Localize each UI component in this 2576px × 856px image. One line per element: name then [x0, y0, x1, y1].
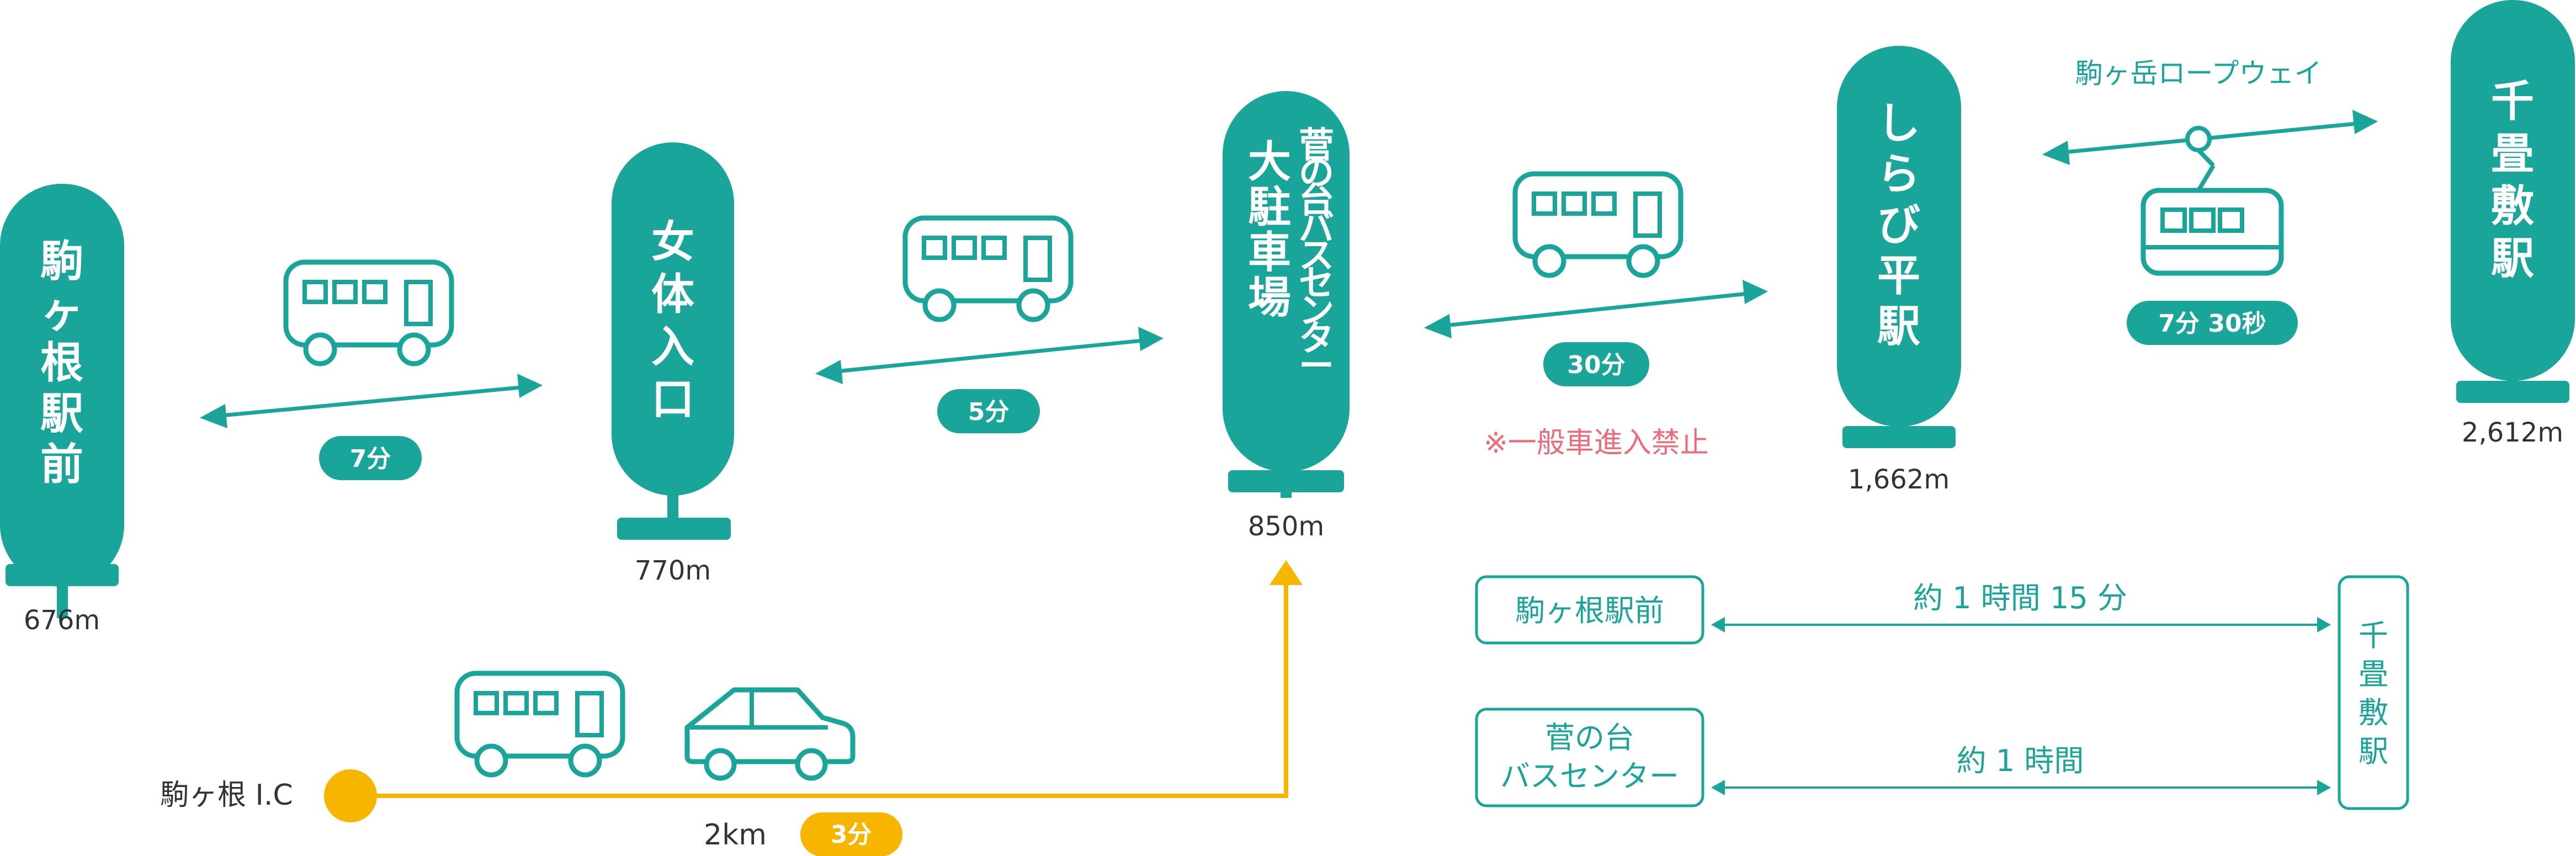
station-subname-char: ン — [1299, 291, 1334, 332]
station-subname-char: ス — [1299, 236, 1334, 277]
legend-destination-char: 駅 — [2359, 734, 2388, 769]
legend-duration: 約 1 時間 15 分 — [1913, 581, 2127, 615]
bus-icon — [1515, 174, 1681, 275]
legend-destination-box — [2338, 575, 2409, 810]
segment-1: 7分 — [200, 262, 543, 480]
station-name-char: 体 — [651, 270, 694, 320]
station-name-char: び — [1877, 200, 1920, 250]
station-name-char: 敷 — [2491, 182, 2534, 231]
station-name-char: 千 — [2491, 77, 2534, 126]
legend-destination-char: 敷 — [2359, 695, 2388, 730]
station-name-char: 前 — [40, 440, 83, 490]
double-arrow-icon — [200, 374, 543, 428]
double-arrow-icon — [1424, 280, 1768, 338]
time-pill — [800, 812, 902, 856]
station-subname-char: ー — [1299, 346, 1334, 387]
station-name-char: 駅 — [40, 389, 83, 439]
ic-route: 駒ヶ根 I.C 2km 3分 — [160, 560, 1303, 856]
arrow-up-icon — [1270, 560, 1303, 585]
station-subname-char: 菅 — [1299, 125, 1334, 166]
time-pill — [319, 436, 422, 480]
station-name-char: 口 — [651, 375, 694, 424]
station-subname-char: バ — [1299, 208, 1334, 249]
legend-origin: 駒ヶ根駅前 — [1515, 593, 1664, 628]
double-arrow-icon — [815, 327, 1164, 384]
elevation-label: 2,612m — [2462, 417, 2563, 448]
time-label: 7分 30秒 — [2158, 310, 2266, 338]
station-senjojiki: 千 畳 敷 駅 2,612m — [2451, 0, 2575, 448]
legend-destination-char: 千 — [2359, 618, 2388, 653]
restriction-note: ※一般車進入禁止 — [1484, 427, 1709, 460]
station-name-char: 駅 — [1877, 302, 1920, 352]
station-name-char: し — [1877, 99, 1920, 148]
time-label: 30分 — [1567, 351, 1625, 379]
legend-origin-box — [1475, 708, 1704, 807]
station-komagane-ekimae: 駒 ヶ 根 駅 前 676m — [0, 184, 124, 636]
ropeway-segment: 駒ヶ岳ロープウェイ 7分 30秒 — [2042, 57, 2378, 345]
bus-icon — [286, 262, 452, 364]
legend-duration: 約 1 時間 — [1957, 743, 2084, 778]
station-name-char: 畳 — [2491, 129, 2534, 179]
legend-destination-char: 畳 — [2359, 657, 2388, 692]
time-pill — [937, 389, 1040, 433]
station-name-char: ら — [1877, 150, 1920, 199]
bus-icon — [457, 673, 623, 775]
car-icon — [684, 687, 856, 781]
elevation-label: 850m — [1248, 511, 1324, 542]
time-label: 3分 — [831, 821, 872, 849]
station-suganodai: 菅 の 台 バ ス セ ン タ ー 大 駐 車 場 850m — [1223, 91, 1350, 542]
station-name-char: 駐 — [1248, 183, 1291, 232]
time-pill — [2127, 301, 2298, 345]
ropeway-name: 駒ヶ岳ロープウェイ — [2075, 57, 2322, 89]
legend-origin-box — [1475, 575, 1704, 645]
legend-origin: バスセンター — [1500, 759, 1679, 794]
station-shirabidaira: し ら び 平 駅 1,662m — [1837, 46, 1961, 495]
ic-name: 駒ヶ根 I.C — [160, 779, 293, 812]
elevation-label: 676m — [24, 605, 100, 636]
ic-marker — [324, 769, 377, 822]
ic-distance: 2km — [704, 818, 767, 852]
station-name-char: 根 — [40, 338, 83, 388]
station-name-char: 平 — [1877, 251, 1920, 301]
double-arrow-icon — [1711, 780, 2331, 795]
elevation-label: 770m — [635, 555, 711, 586]
ropeway-gondola-icon — [2141, 126, 2284, 276]
station-subname-char: タ — [1299, 318, 1334, 359]
double-arrow-icon — [1711, 617, 2331, 632]
segment-2: 5分 — [815, 218, 1164, 433]
station-nyotai-iriguchi: 女 体 入 口 770m — [612, 142, 734, 586]
total-time-legend: 駒ヶ根駅前 菅の台 バスセンター 千 畳 敷 駅 約 1 時間 15 分 約 1… — [1475, 575, 2409, 810]
station-subname-char: セ — [1299, 263, 1334, 304]
station-subname-char: の — [1299, 153, 1334, 194]
station-subname-char: 台 — [1299, 180, 1334, 221]
station-name-char: 車 — [1248, 228, 1291, 278]
elevation-label: 1,662m — [1848, 464, 1950, 495]
time-label: 7分 — [350, 445, 391, 473]
legend-origin: 菅の台 — [1545, 720, 1634, 755]
time-label: 5分 — [968, 398, 1010, 426]
station-name-char: 入 — [651, 322, 694, 372]
station-name-char: ヶ — [40, 288, 83, 337]
station-name-char: 大 — [1248, 137, 1291, 187]
segment-3: 30分 ※一般車進入禁止 — [1424, 174, 1768, 460]
time-pill — [1543, 342, 1649, 386]
station-name-char: 駒 — [40, 237, 83, 286]
station-name-char: 女 — [651, 217, 694, 267]
bus-icon — [905, 218, 1071, 320]
station-name-char: 駅 — [2491, 234, 2534, 284]
station-name-char: 場 — [1248, 273, 1291, 323]
